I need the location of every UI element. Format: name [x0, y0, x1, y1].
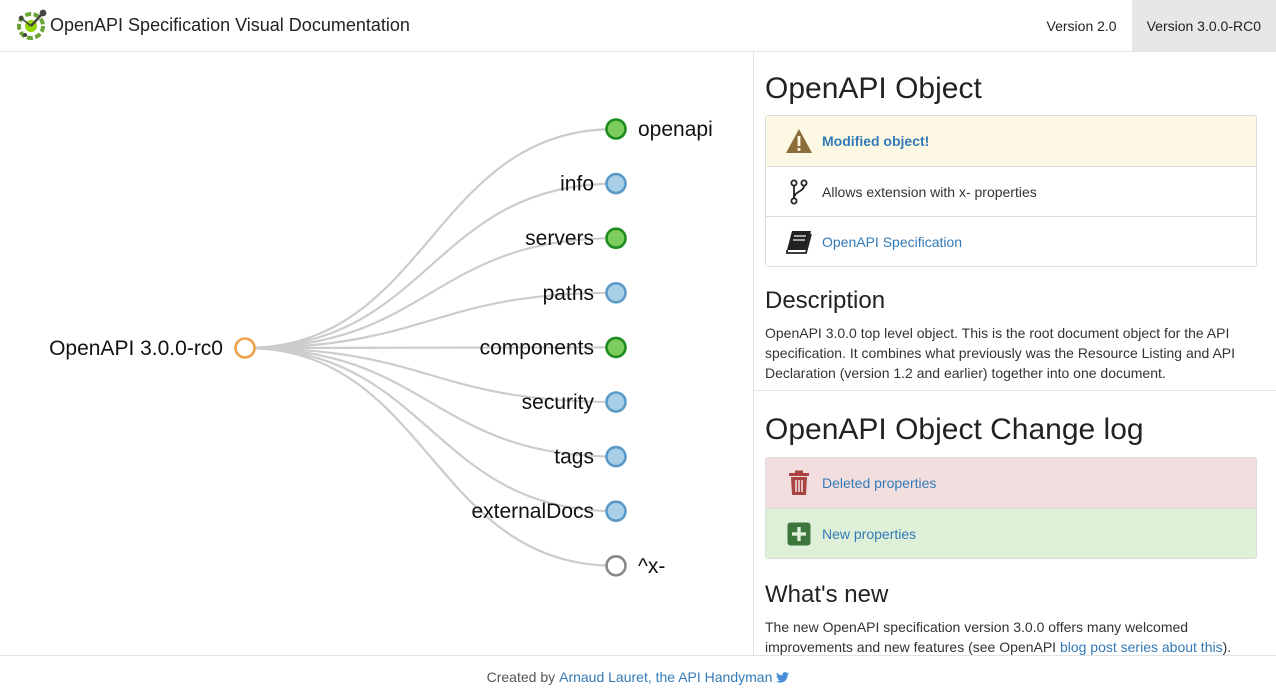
tree-link: [244, 346, 617, 350]
tree-node-externalDocs[interactable]: [605, 500, 627, 523]
tab-version-2-0[interactable]: Version 2.0: [1046, 17, 1117, 34]
code-fork-icon: [784, 177, 814, 207]
new-properties-link[interactable]: New properties: [822, 525, 917, 542]
object-title: OpenAPI Object: [765, 72, 982, 105]
description-text: OpenAPI 3.0.0 top level object. This is …: [765, 325, 1236, 381]
tree-node-info[interactable]: [605, 172, 627, 195]
book-icon: [784, 227, 814, 257]
new-properties-row: New properties: [766, 508, 1256, 558]
warning-icon: [784, 126, 814, 156]
tree-links: [244, 127, 617, 567]
tree-link: [244, 346, 617, 567]
whats-new-end: ).: [1222, 639, 1232, 655]
tree-label-servers[interactable]: servers: [525, 227, 594, 250]
section-divider: [754, 390, 1276, 391]
blog-post-link[interactable]: blog post series about this: [1059, 639, 1223, 655]
tree-node-openapi[interactable]: [605, 118, 627, 140]
tree-label-openapi[interactable]: openapi: [638, 118, 713, 141]
app-title: OpenAPI Specification Visual Documentati…: [50, 14, 410, 35]
twitter-icon[interactable]: [776, 671, 790, 683]
navbar: OpenAPI Specification Visual Documentati…: [0, 0, 1276, 52]
brand-link[interactable]: OpenAPI Specification Visual Documentati…: [14, 8, 410, 42]
version-tabs: Version 2.0 Version 3.0.0-RC0: [1032, 0, 1276, 51]
tree-link: [244, 346, 617, 404]
modified-object-link[interactable]: Modified object!: [822, 133, 930, 149]
tree-link: [244, 346, 617, 458]
footer-prefix: Created by: [486, 669, 556, 685]
tree-label-tags[interactable]: tags: [554, 446, 594, 469]
tree-node-security[interactable]: [605, 391, 627, 413]
details-panel: OpenAPI Object Modified object! Allows e…: [753, 52, 1276, 655]
tree-nodes: OpenAPI 3.0.0-rc0 openapi info servers paths…: [49, 118, 713, 578]
tree-label-components[interactable]: components: [480, 336, 594, 359]
tree-node-paths[interactable]: [605, 282, 627, 304]
whats-new-title: What's new: [765, 581, 889, 608]
object-info-card: Modified object! Allows extension with x…: [765, 115, 1257, 267]
tree-link: [244, 182, 617, 350]
specification-row: OpenAPI Specification: [766, 216, 1256, 266]
tree-node-tags[interactable]: [605, 445, 627, 468]
changelog-card: Deleted properties New properties: [765, 457, 1257, 559]
whats-new-body: The new OpenAPI specification version 3.…: [765, 619, 1189, 655]
plus-square-icon: [784, 519, 814, 549]
tree-canvas: OpenAPI 3.0.0-rc0 openapi info servers paths…: [49, 118, 713, 578]
tree-node-root[interactable]: [234, 337, 256, 359]
deleted-properties-row: Deleted properties: [766, 458, 1256, 508]
trash-icon: [784, 468, 814, 498]
tree-link: [244, 291, 617, 350]
tree-label-security[interactable]: security: [522, 391, 595, 414]
changelog-title: OpenAPI Object Change log: [765, 413, 1144, 446]
tree-label-x[interactable]: ^x-: [638, 555, 665, 578]
tree-label-externalDocs[interactable]: externalDocs: [471, 500, 594, 523]
deleted-properties-link[interactable]: Deleted properties: [822, 475, 937, 491]
object-tree: OpenAPI 3.0.0-rc0 openapi info servers paths…: [0, 52, 754, 655]
extension-row: Allows extension with x- properties: [766, 166, 1256, 216]
whats-new-text: The new OpenAPI specification version 3.…: [765, 617, 1257, 655]
tree-node-x[interactable]: [605, 554, 627, 577]
tab-version-3-0-0-rc0[interactable]: Version 3.0.0-RC0: [1131, 0, 1276, 51]
description-title: Description: [765, 287, 886, 314]
openapi-logo-icon: [17, 9, 47, 40]
tree-link: [244, 237, 617, 350]
footer: Created by Arnaud Lauret, the API Handym…: [0, 655, 1276, 698]
modified-object-row: Modified object!: [766, 116, 1256, 166]
tree-label-info[interactable]: info: [560, 173, 594, 196]
tree-node-components[interactable]: [605, 336, 627, 359]
tree-node-servers[interactable]: [605, 227, 627, 249]
tree-link: [244, 127, 617, 350]
author-link[interactable]: Arnaud Lauret, the API Handyman: [559, 669, 773, 685]
tree-link: [244, 346, 617, 513]
specification-link[interactable]: OpenAPI Specification: [822, 233, 963, 250]
extension-text: Allows extension with x- properties: [822, 183, 1037, 200]
tree-label-paths[interactable]: paths: [543, 282, 594, 305]
tree-label-root[interactable]: OpenAPI 3.0.0-rc0: [49, 337, 223, 360]
